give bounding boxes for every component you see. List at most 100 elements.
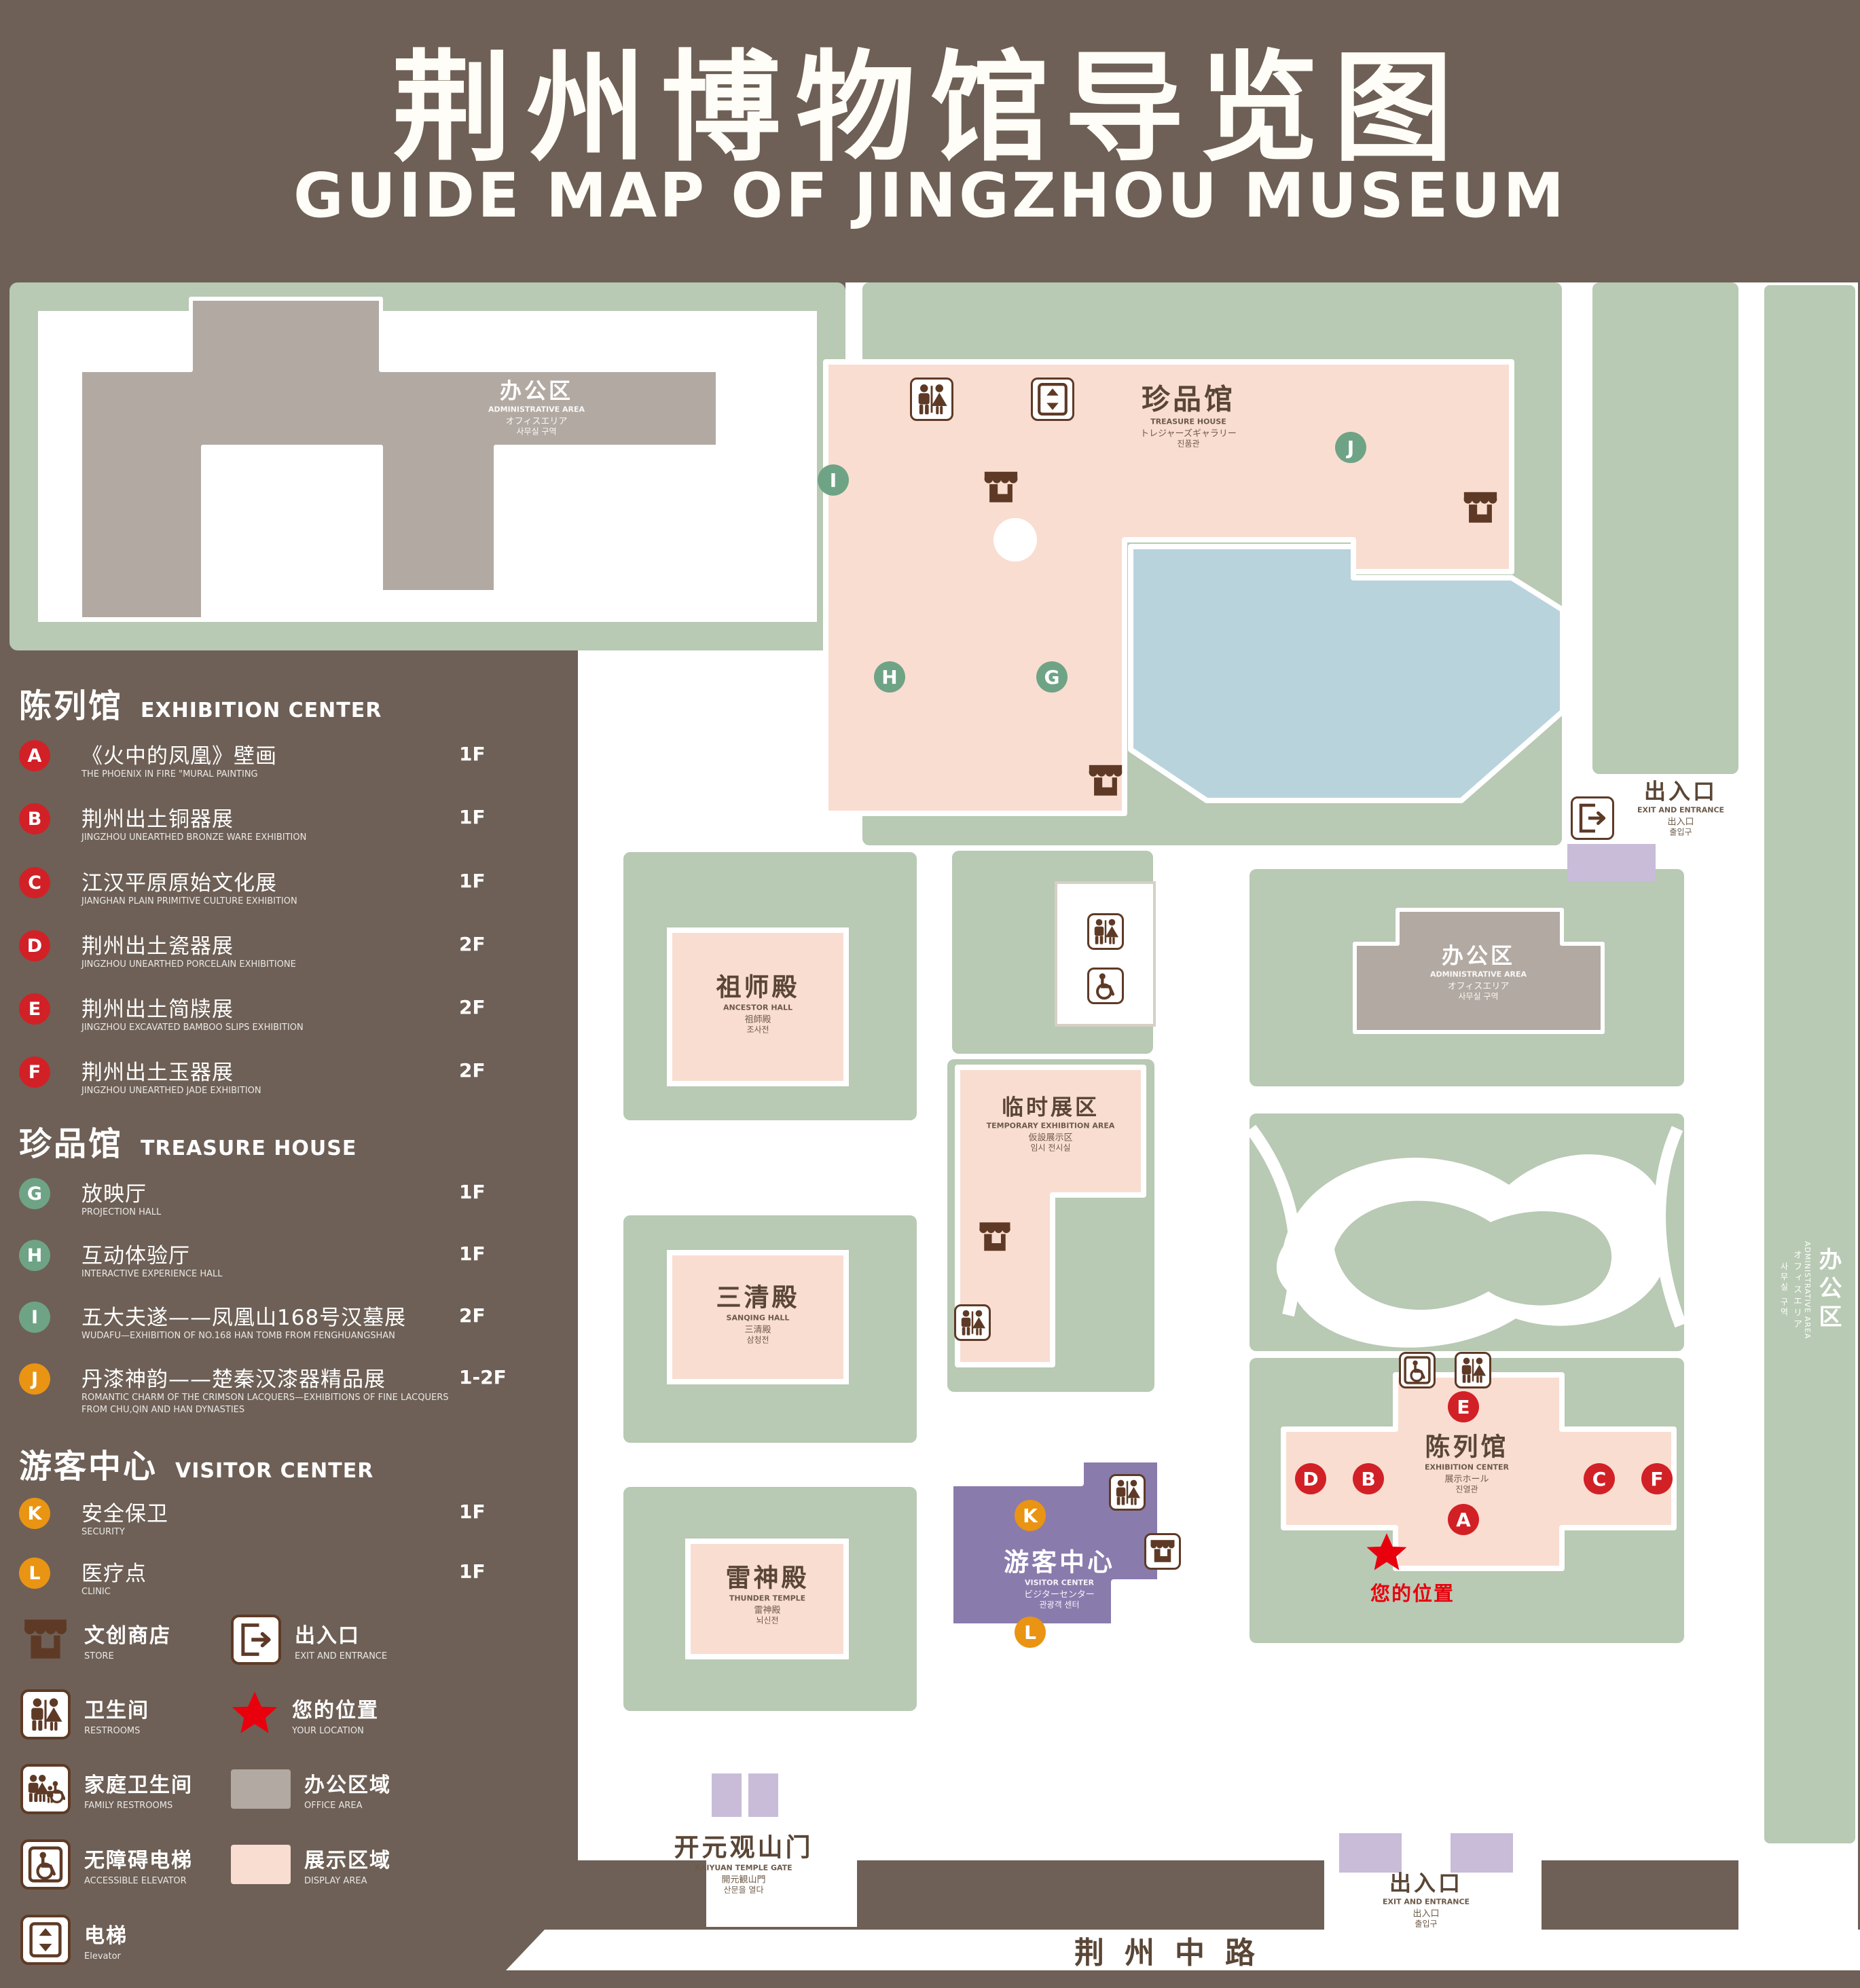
heading-zh: 珍品馆 (19, 1125, 124, 1163)
restrooms-icon (1455, 1352, 1491, 1388)
legend-text: 展示区域 DISPLAY AREA (304, 1843, 391, 1886)
legend-en: Elevator (84, 1951, 121, 1962)
label-ja: 雷神殿 (754, 1605, 781, 1616)
label-zh: 出入口 (1389, 1870, 1463, 1896)
item-letter-badge: J (19, 1363, 50, 1395)
office-building-middle (1353, 908, 1605, 1034)
pond (1128, 544, 1565, 803)
label-ko: 임시 전시실 (1030, 1143, 1071, 1153)
map-marker-l: L (1015, 1617, 1046, 1648)
green-area-top-right (1592, 282, 1738, 774)
label-ko: 진품관 (1177, 439, 1200, 449)
legend-zh: 家庭卫生间 (84, 1773, 193, 1797)
heading-en: TREASURE HOUSE (141, 1137, 357, 1160)
map-marker-g: G (1036, 661, 1068, 693)
legend-elevator: 电梯 Elevator (20, 1911, 128, 1968)
office-area-swatch (231, 1769, 291, 1809)
sidebar-item-d: D 荆州出土瓷器展 JINGZHOU UNEARTHED PORCELAIN E… (19, 930, 570, 989)
label-admin-top-left: 办公区 ADMINISTRATIVE AREA オフィスエリア 사무실 구역 (488, 378, 585, 437)
item-letter-badge: F (19, 1056, 50, 1088)
store-icon-glyph (1463, 492, 1497, 523)
label-zh: 办公区 (1441, 942, 1516, 969)
store-icon-glyph (979, 1222, 1010, 1251)
green-strip-right (1764, 285, 1855, 1843)
elevator-icon (20, 1915, 71, 1965)
label-zh: 祖师殿 (716, 972, 800, 1002)
map-marker-d: D (1295, 1463, 1326, 1494)
item-en: WUDAFU—EXHIBITION OF NO.168 HAN TOMB FRO… (81, 1331, 395, 1341)
label-ja: 三清殿 (744, 1325, 771, 1336)
label-ja: 展示ホール (1444, 1474, 1489, 1485)
item-zh: 江汉平原原始文化展 (81, 871, 277, 896)
item-zh: 五大夫遂——凤凰山168号汉墓展 (81, 1306, 407, 1330)
exit-icon-glyph (238, 1621, 274, 1658)
label-ja: トレジャーズギャラリー (1140, 428, 1237, 439)
accessible-elevator-icon-glyph (1404, 1356, 1431, 1384)
elevator-icon-glyph (27, 1921, 64, 1958)
store-icon-glyph (24, 1619, 67, 1659)
road (506, 1930, 1860, 1970)
item-floor: 1F (459, 806, 486, 828)
restrooms-icon-glyph (1461, 1357, 1487, 1383)
elevator-icon (1031, 378, 1074, 421)
label-en: ANCESTOR HALL (723, 1003, 793, 1012)
label-en: ADMINISTRATIVE AREA (1803, 1240, 1812, 1340)
label-en: EXHIBITION CENTER (1424, 1462, 1510, 1472)
sidebar-heading-exhibition-center: 陈列馆 EXHIBITION CENTER (19, 679, 382, 726)
legend-restrooms: 卫生间 RESTROOMS (20, 1686, 149, 1743)
item-floor: 1F (459, 1242, 486, 1265)
label-gate: 开元观山门 KAIYUAN TEMPLE GATE 開元観山門 산문을 열다 (674, 1833, 814, 1894)
restrooms-icon (910, 378, 953, 421)
label-en: ADMINISTRATIVE AREA (1429, 970, 1527, 979)
exhibition-center-building (1281, 1372, 1677, 1571)
sidebar-item-j: J 丹漆神韵——楚秦汉漆器精品展 ROMANTIC CHARM OF THE C… (19, 1363, 570, 1438)
legend-en: STORE (84, 1651, 114, 1661)
label-ko: 사무실 구역 (1458, 991, 1499, 1001)
store-icon (981, 468, 1021, 507)
map-marker-k: K (1015, 1500, 1046, 1531)
item-letter-badge: D (19, 930, 50, 961)
item-en: INTERACTIVE EXPERIENCE HALL (81, 1269, 223, 1279)
legend-text: 办公区域 OFFICE AREA (304, 1768, 391, 1811)
sidebar-item-f: F 荆州出土玉器展 JINGZHOU UNEARTHED JADE EXHIBI… (19, 1056, 570, 1115)
item-en: JINGZHOU UNEARTHED BRONZE WARE EXHIBITIO… (81, 832, 307, 843)
label-ko: 진열관 (1455, 1484, 1478, 1494)
heading-zh: 游客中心 (19, 1448, 158, 1486)
item-zh: 互动体验厅 (81, 1244, 190, 1268)
exit-icon (231, 1615, 281, 1665)
item-en: ROMANTIC CHARM OF THE CRIMSON LACQUERS—E… (81, 1393, 449, 1415)
family-restrooms-icon-glyph (28, 1774, 65, 1804)
label-zh: 出入口 (1643, 778, 1718, 805)
store-icon (977, 1219, 1013, 1255)
legend-zh: 卫生间 (84, 1698, 149, 1723)
item-zh: 安全保卫 (81, 1502, 168, 1526)
restrooms-icon (1109, 1474, 1146, 1511)
label-ko: 사무실 구역 (1779, 1262, 1789, 1318)
restrooms-icon-glyph (961, 1310, 986, 1336)
item-floor: 2F (459, 1304, 486, 1327)
restrooms-icon-glyph (1116, 1479, 1141, 1505)
legend-en: OFFICE AREA (304, 1800, 363, 1811)
label-visitor-center: 游客中心 VISITOR CENTER ビジターセンター 관광객 센터 (1004, 1547, 1115, 1609)
label-zh: 开元观山门 (674, 1833, 814, 1862)
item-en: JINGZHOU UNEARTHED PORCELAIN EXHIBITIONE (81, 959, 296, 970)
visitor-center-building (948, 1457, 1163, 1629)
plaza-circle (993, 518, 1037, 562)
label-ko: 사무실 구역 (516, 426, 557, 437)
your-location-label: 您的位置 (1370, 1582, 1455, 1605)
item-letter-badge: L (19, 1558, 50, 1589)
label-en: TREASURE HOUSE (1150, 417, 1226, 426)
item-en: JINGZHOU UNEARTHED JADE EXHIBITION (81, 1086, 261, 1096)
label-ko: 뇌신전 (756, 1615, 779, 1625)
restrooms-icon-glyph (918, 384, 947, 415)
legend-zh: 电梯 (84, 1923, 128, 1948)
poster-title-zh: 荆州博物馆导览图 (392, 39, 1468, 178)
item-en: THE PHOENIX IN FIRE "MURAL PAINTING (81, 769, 258, 779)
item-floor: 1F (459, 743, 486, 765)
wheelchair-icon-glyph (1091, 972, 1120, 1000)
map-marker-c: C (1584, 1463, 1615, 1494)
store-icon (20, 1615, 71, 1665)
label-ancestor-hall: 祖师殿 ANCESTOR HALL 祖師殿 조사전 (716, 972, 800, 1034)
